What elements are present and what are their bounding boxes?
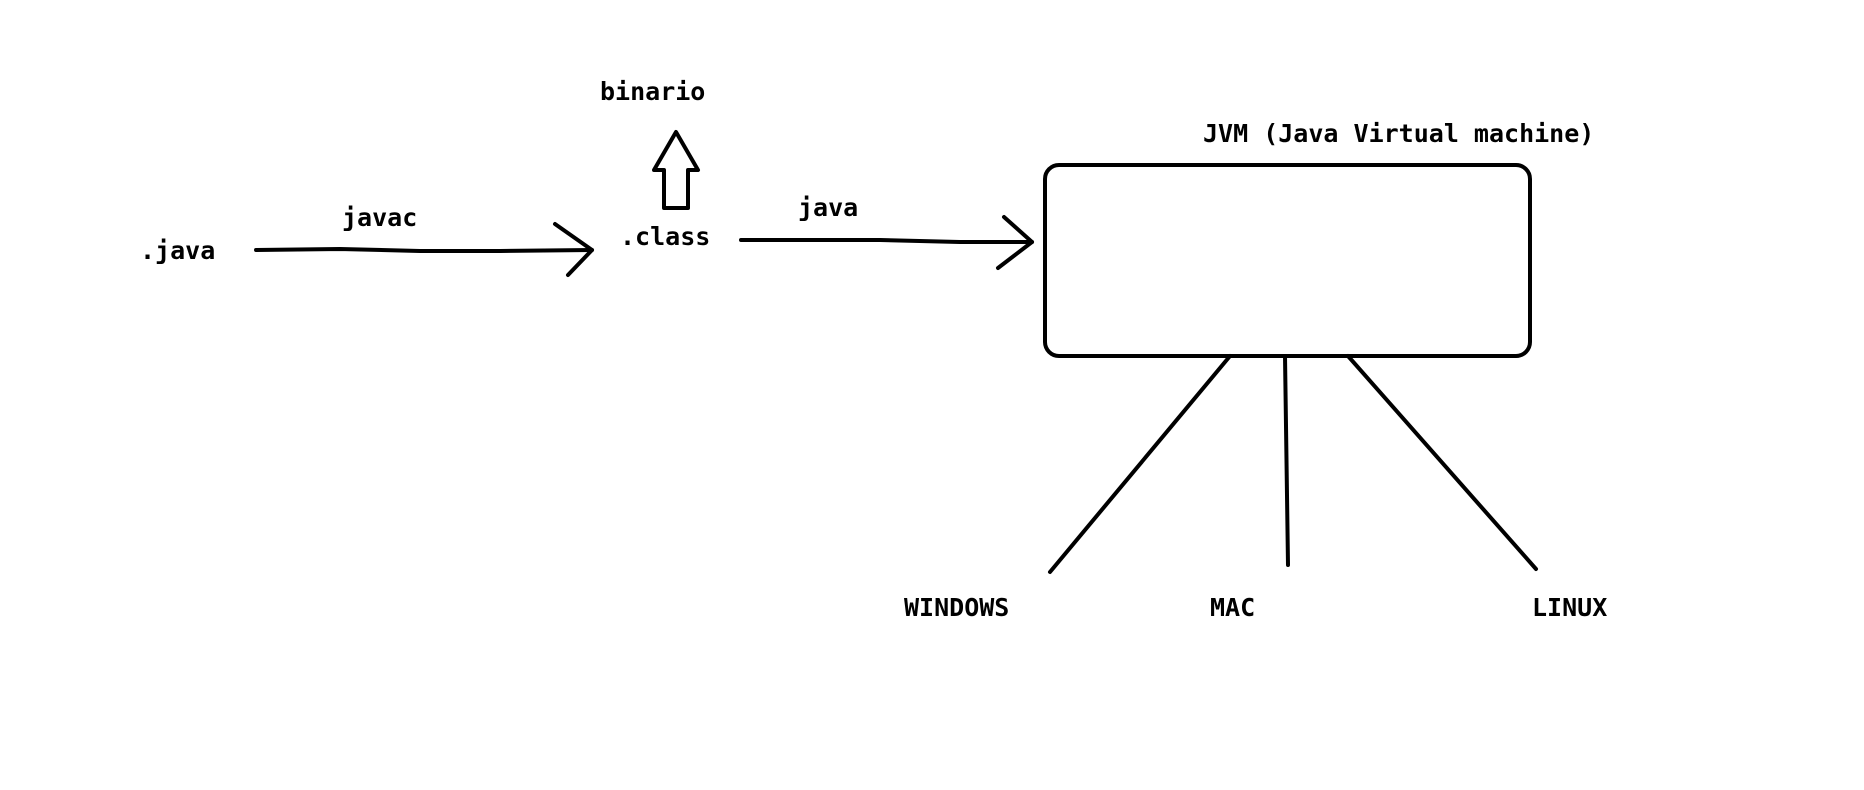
run-arrow-head: [996, 215, 1034, 270]
os-windows-label: WINDOWS: [904, 593, 1009, 622]
compiler-label: javac: [342, 203, 417, 232]
os-linux-label: LINUX: [1532, 593, 1607, 622]
bytecode-note-label: binario: [600, 77, 705, 106]
run-arrow-shaft: [739, 238, 1034, 244]
source-file-label: .java: [140, 236, 215, 265]
compile-arrow-head: [553, 222, 594, 277]
runner-label: java: [798, 193, 858, 222]
line-to-linux: [1346, 354, 1538, 571]
compile-arrow-shaft: [254, 247, 594, 253]
vm-label: JVM (Java Virtual machine): [1203, 119, 1594, 148]
compile-arrow: [254, 222, 594, 277]
up-arrow-icon: [652, 130, 700, 210]
bytecode-file-label: .class: [620, 222, 710, 251]
run-arrow: [739, 215, 1034, 270]
line-to-mac: [1283, 354, 1290, 567]
line-to-windows: [1048, 354, 1232, 574]
vm-box: [1043, 163, 1532, 358]
os-mac-label: MAC: [1210, 593, 1255, 622]
